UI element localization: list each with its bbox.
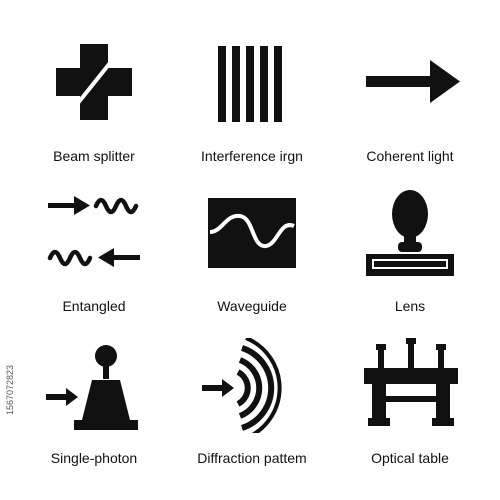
beam-splitter-icon — [44, 36, 144, 131]
icon-tile-entangled: Entangled — [14, 158, 174, 314]
icon-label: Waveguide — [217, 298, 287, 314]
icon-label: Optical table — [371, 450, 449, 466]
icon-tile-optical-table: Optical table — [330, 310, 490, 466]
lens-icon — [360, 186, 460, 281]
icon-label: Diffraction pattem — [197, 450, 307, 466]
icon-label: Coherent light — [366, 148, 454, 164]
icon-label: Beam splitter — [53, 148, 135, 164]
icon-label: Entangled — [62, 298, 126, 314]
icon-tile-lens: Lens — [330, 158, 490, 314]
diffraction-pattern-icon — [202, 338, 302, 433]
interference-icon — [202, 36, 302, 131]
stock-id-vertical: 1567072823 — [2, 300, 15, 500]
icon-tile-beam-splitter: Beam splitter — [14, 8, 174, 164]
entangled-icon — [44, 186, 144, 281]
optical-table-icon — [360, 338, 460, 433]
icon-tile-waveguide: Waveguide — [172, 158, 332, 314]
icon-label: Lens — [394, 298, 426, 314]
icon-tile-diffraction-pattern: Diffraction pattem — [172, 310, 332, 466]
coherent-light-icon — [360, 36, 460, 131]
icon-tile-coherent-light: Coherent light — [330, 8, 490, 164]
icon-label: Single-photon — [50, 450, 138, 466]
stock-id-text: 1567072823 — [5, 364, 15, 416]
icon-tile-interference: Interference irgn — [172, 8, 332, 164]
single-photon-icon — [44, 338, 144, 433]
waveguide-icon — [202, 186, 302, 281]
icon-tile-single-photon: Single-photon — [14, 310, 174, 466]
icon-label: Interference irgn — [201, 148, 303, 164]
